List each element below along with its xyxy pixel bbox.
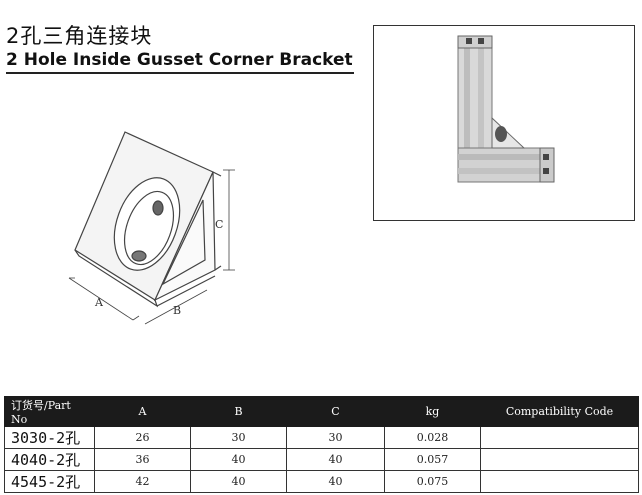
col-compat: Compatibility Code — [480, 396, 639, 427]
dim-b-label: B — [173, 304, 181, 317]
b-cell: 40 — [190, 470, 287, 493]
part-no-cell: 4545-2孔 — [4, 470, 95, 493]
table-row: 3030-2孔 26 30 30 0.028 — [4, 426, 639, 449]
c-cell: 40 — [286, 448, 385, 471]
spec-table: 订货号/Part No A B C kg Compatibility Code … — [4, 396, 639, 493]
a-cell: 36 — [94, 448, 191, 471]
a-cell: 42 — [94, 470, 191, 493]
title-cn: 2孔三角连接块 — [6, 24, 153, 48]
dim-c-label: C — [215, 218, 223, 231]
part-no-cell: 3030-2孔 — [4, 426, 95, 449]
part-no-cell: 4040-2孔 — [4, 448, 95, 471]
compat-cell — [480, 426, 639, 449]
table-row: 4545-2孔 42 40 40 0.075 — [4, 470, 639, 493]
product-photo-illustration — [457, 35, 555, 183]
kg-cell: 0.028 — [384, 426, 481, 449]
dim-a-label: A — [94, 296, 104, 309]
a-cell: 26 — [94, 426, 191, 449]
col-a: A — [94, 396, 191, 427]
col-part-no: 订货号/Part No — [4, 396, 95, 427]
c-cell: 40 — [286, 470, 385, 493]
kg-cell: 0.057 — [384, 448, 481, 471]
b-cell: 40 — [190, 448, 287, 471]
compat-cell — [480, 470, 639, 493]
kg-cell: 0.075 — [384, 470, 481, 493]
b-cell: 30 — [190, 426, 287, 449]
table-row: 4040-2孔 36 40 40 0.057 — [4, 448, 639, 471]
col-b: B — [190, 396, 287, 427]
bracket-drawing: A B C — [68, 131, 235, 325]
title-en: 2 Hole Inside Gusset Corner Bracket — [6, 50, 353, 70]
col-kg: kg — [384, 396, 481, 427]
compat-cell — [480, 448, 639, 471]
title-underline — [6, 72, 354, 74]
c-cell: 30 — [286, 426, 385, 449]
spec-table-header: 订货号/Part No A B C kg Compatibility Code — [4, 396, 639, 427]
product-photo — [373, 25, 635, 221]
col-c: C — [286, 396, 385, 427]
